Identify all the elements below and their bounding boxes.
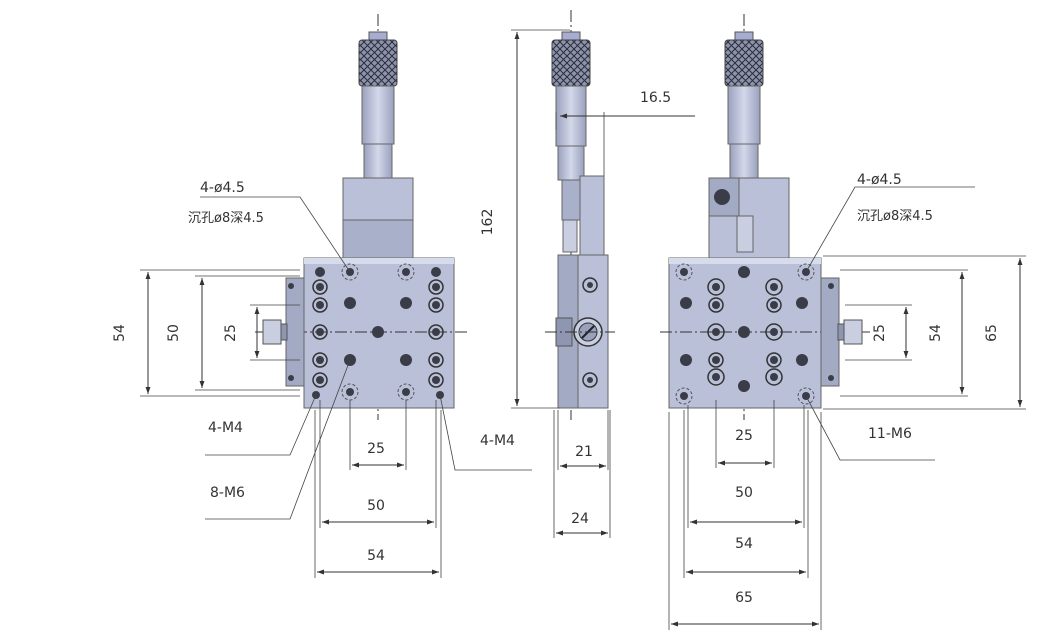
right-vertical-dimensions (823, 255, 1026, 410)
label-left-m4-b: 4-M4 (480, 433, 515, 449)
side-view (511, 10, 695, 538)
dim-label-left-50: 50 (166, 324, 182, 342)
label-right-m6: 11-M6 (868, 426, 912, 442)
dim-label-left-25: 25 (223, 324, 239, 342)
knurled-knob (724, 39, 764, 87)
dim-label-left-h-25: 25 (367, 441, 385, 457)
dim-label-right-h-50: 50 (735, 485, 753, 501)
dim-label-right-25: 25 (872, 324, 888, 342)
label-left-counterbore: 沉孔ø8深4.5 (188, 211, 264, 226)
label-left-m4-a: 4-M4 (208, 420, 243, 436)
left-horizontal-dimensions (314, 400, 442, 578)
dim-label-right-65: 65 (984, 324, 1000, 342)
label-right-counterbore: 沉孔ø8深4.5 (857, 209, 933, 224)
micrometer-sleeve (363, 143, 393, 179)
stage-highlight (304, 258, 454, 264)
holes (675, 263, 834, 405)
dim-label-left-h-54: 54 (367, 548, 385, 564)
right-horizontal-dimensions (668, 400, 822, 630)
label-right-holes-diameter: 4-ø4.5 (857, 172, 902, 188)
label-left-m6: 8-M6 (210, 485, 245, 501)
knurled-knob (551, 39, 591, 87)
dim-label-left-h-50: 50 (367, 498, 385, 514)
micrometer-thimble (361, 85, 395, 145)
side-lock-knob (262, 319, 282, 345)
rear-view-right (660, 14, 1026, 630)
micrometer-sleeve (557, 145, 585, 181)
dim-label-right-h-25: 25 (735, 428, 753, 444)
front-view-left (140, 14, 532, 578)
holes (288, 263, 444, 401)
dim-label-21: 21 (575, 444, 593, 460)
bracket (579, 175, 605, 259)
label-left-holes-diameter: 4-ø4.5 (200, 180, 245, 196)
right-leaders (805, 186, 975, 461)
dim-label-24: 24 (571, 511, 589, 527)
knurled-knob (358, 39, 398, 87)
knob-cap (368, 31, 388, 41)
dim-label-right-h-54: 54 (735, 536, 753, 552)
left-vertical-dimensions (140, 269, 300, 397)
mount-lower (342, 219, 414, 259)
dim-label-right-h-65: 65 (735, 590, 753, 606)
dim-label-right-54: 54 (928, 324, 944, 342)
dim-label-left-54: 54 (112, 324, 128, 342)
side-rail (285, 277, 305, 387)
annotations: 4-ø4.5 沉孔ø8深4.5 4-ø4.5 沉孔ø8深4.5 4-M4 4-M… (112, 90, 1000, 606)
left-leaders (200, 196, 532, 520)
micrometer-mount (342, 177, 414, 221)
dim-label-162: 162 (480, 209, 496, 236)
dim-label-16-5: 16.5 (640, 90, 671, 106)
